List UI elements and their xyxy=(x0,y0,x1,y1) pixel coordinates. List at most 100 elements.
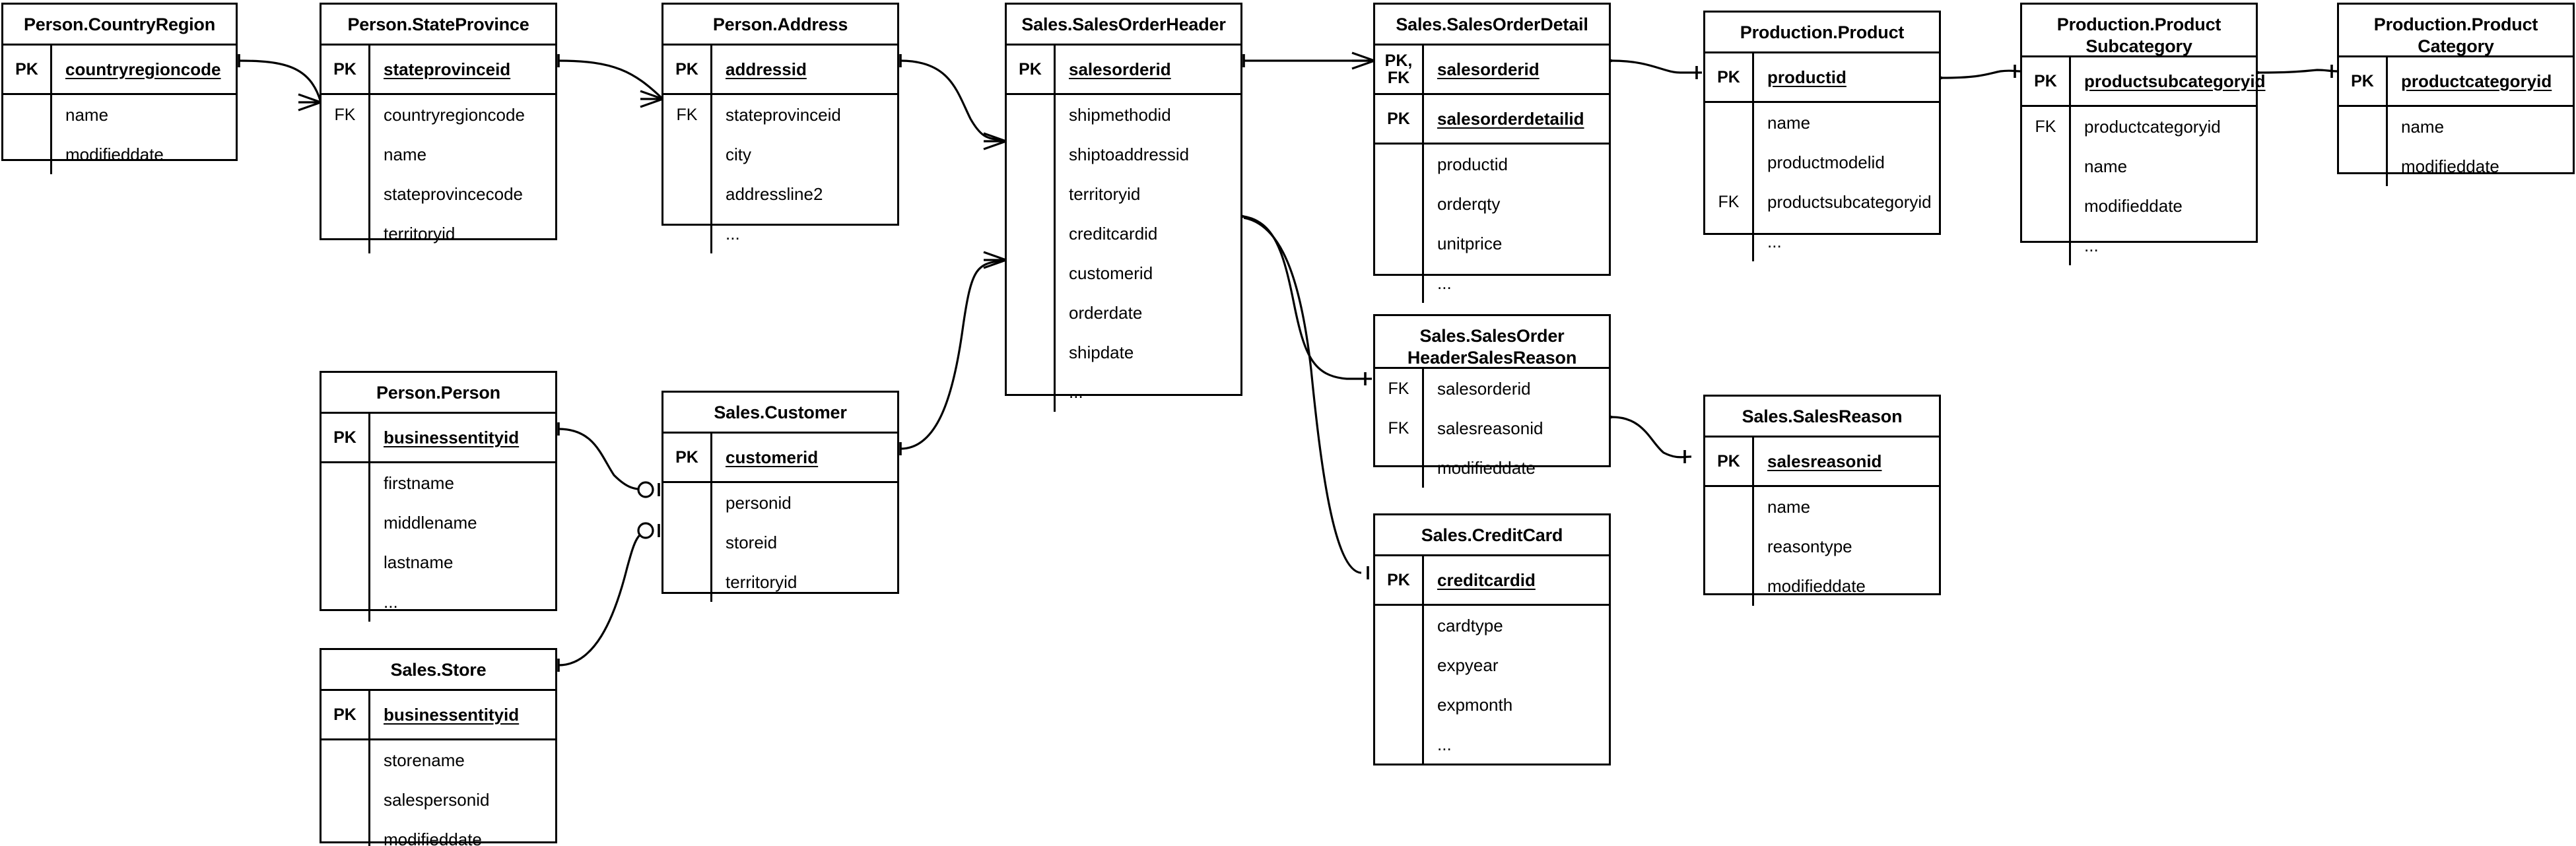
key-badge: PK xyxy=(2022,57,2071,105)
attribute-row[interactable]: name xyxy=(3,95,236,135)
attribute-row[interactable]: modifieddate xyxy=(2022,186,2256,226)
attribute-row[interactable]: expyear xyxy=(1375,645,1609,685)
key-badge xyxy=(1705,222,1754,261)
attribute-row[interactable]: ... xyxy=(1375,725,1609,764)
attribute-row[interactable]: stateprovincecode xyxy=(322,174,555,214)
attribute-row[interactable]: name xyxy=(2022,146,2256,186)
attribute-row[interactable]: territoryid xyxy=(1007,174,1240,214)
key-badge xyxy=(322,542,370,582)
attribute-row[interactable]: city xyxy=(663,135,897,174)
attribute-row[interactable]: ... xyxy=(322,582,555,622)
attribute-row[interactable]: ... xyxy=(663,214,897,253)
attribute-row[interactable]: ... xyxy=(1705,222,1939,261)
attribute-name: city xyxy=(726,144,751,164)
attribute-row[interactable]: modifieddate xyxy=(1375,448,1609,488)
edge-countryregion-stateprovince xyxy=(238,54,322,112)
attribute-row[interactable]: name xyxy=(1705,103,1939,143)
attribute-row[interactable]: middlename xyxy=(322,503,555,542)
attribute-row[interactable]: modifieddate xyxy=(322,820,555,846)
attribute-name: countryregioncode xyxy=(65,59,221,79)
attribute-row[interactable]: firstname xyxy=(322,463,555,503)
key-badge xyxy=(322,780,370,820)
attribute-row[interactable]: unitprice xyxy=(1375,224,1609,263)
attribute-row[interactable]: ... xyxy=(2022,226,2256,265)
attribute-name: orderqty xyxy=(1437,193,1501,214)
attribute-name: firstname xyxy=(384,472,454,493)
attribute-row[interactable]: orderqty xyxy=(1375,184,1609,224)
key-badge xyxy=(1375,606,1424,645)
attribute-row[interactable]: customerid xyxy=(1007,253,1240,293)
attribute-row[interactable]: name xyxy=(1705,487,1939,527)
attribute-row[interactable]: productmodelid xyxy=(1705,143,1939,182)
edge-salesorderheader-creditcard xyxy=(1243,216,1369,579)
attribute-row[interactable]: storeid xyxy=(663,523,897,562)
key-badge xyxy=(1007,214,1056,253)
attribute-row[interactable]: name xyxy=(2339,107,2573,146)
attribute-row[interactable]: territoryid xyxy=(322,214,555,253)
attribute-name: productmodelid xyxy=(1767,152,1885,172)
attribute-row[interactable]: modifieddate xyxy=(2339,146,2573,186)
attribute-row[interactable]: storename xyxy=(322,740,555,780)
attribute-row[interactable]: cardtype xyxy=(1375,606,1609,645)
attribute-name: modifieddate xyxy=(65,144,164,164)
attribute-row[interactable]: modifieddate xyxy=(1705,566,1939,606)
attribute-row[interactable]: name xyxy=(322,135,555,174)
attribute-row[interactable]: shipmethodid xyxy=(1007,95,1240,135)
attribute-row[interactable]: ... xyxy=(1007,372,1240,412)
attribute-row[interactable]: ... xyxy=(1375,263,1609,303)
attribute-row[interactable]: salespersonid xyxy=(322,780,555,820)
attribute-row[interactable]: expmonth xyxy=(1375,685,1609,725)
attribute-row[interactable]: shipdate xyxy=(1007,333,1240,372)
attribute-row[interactable]: lastname xyxy=(322,542,555,582)
edge-customer-salesorderheader xyxy=(899,251,1007,455)
attribute-row[interactable]: modifieddate xyxy=(3,135,236,174)
attribute-row[interactable]: orderdate xyxy=(1007,293,1240,333)
attribute-row[interactable]: reasontype xyxy=(1705,527,1939,566)
attribute-row[interactable]: territoryid xyxy=(663,562,897,602)
entity-title: Sales.SalesOrderHeader xyxy=(1007,5,1240,46)
attribute-row[interactable]: addressline2 xyxy=(663,174,897,214)
attribute-row[interactable]: creditcardid xyxy=(1007,214,1240,253)
attribute-row[interactable]: productid xyxy=(1375,145,1609,184)
attribute-row[interactable]: personid xyxy=(663,483,897,523)
attribute-row[interactable]: shiptoaddressid xyxy=(1007,135,1240,174)
